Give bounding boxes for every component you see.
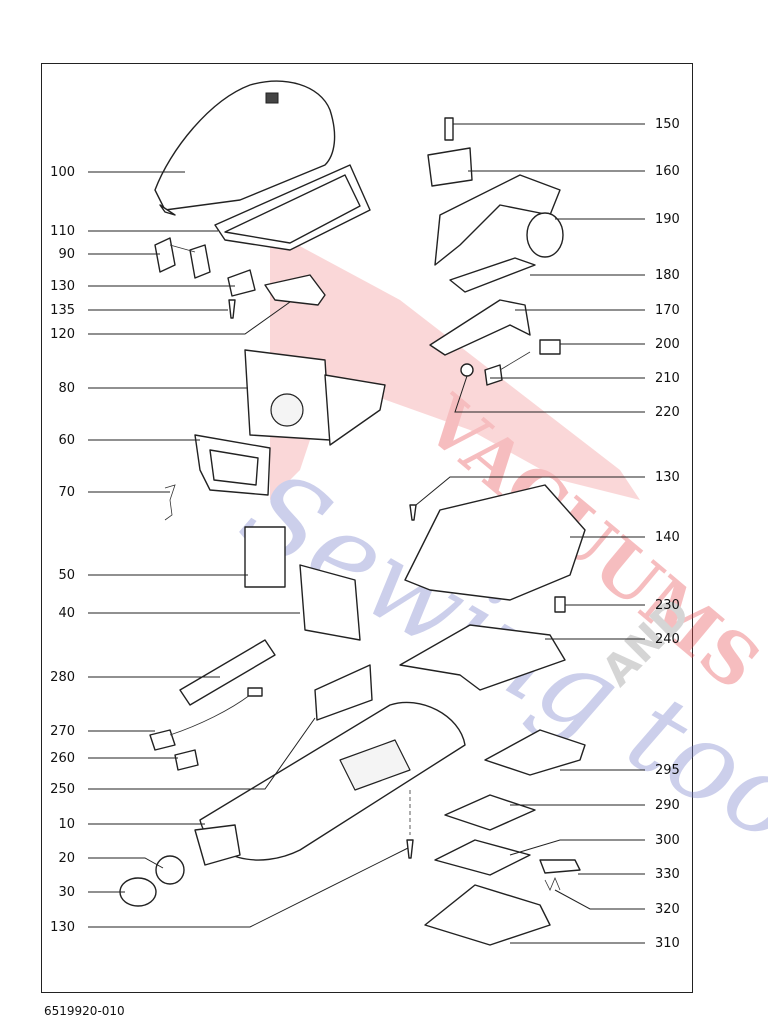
callout-170: 170	[655, 303, 680, 318]
callout-80: 80	[58, 381, 75, 396]
callout-270: 270	[50, 724, 75, 739]
part-120-latch	[264, 274, 326, 306]
part-90-hinges	[154, 237, 211, 279]
part-240-frame	[399, 624, 566, 691]
callout-90: 90	[58, 247, 75, 262]
callout-280: 280	[50, 670, 75, 685]
part-20-ring	[155, 855, 185, 885]
part-310-cover	[424, 884, 551, 946]
callout-230: 230	[655, 598, 680, 613]
part-295-grate	[484, 729, 586, 776]
part-10-base-housing	[194, 701, 466, 866]
part-290-filter-pad	[444, 794, 536, 831]
callout-20: 20	[58, 851, 75, 866]
part-140-body-top	[404, 484, 586, 601]
part-70-spring	[164, 484, 176, 521]
part-110-seal-frame	[214, 164, 371, 251]
part-300-grid	[434, 839, 531, 876]
callout-130-right: 130	[655, 470, 680, 485]
callout-60: 60	[58, 433, 75, 448]
callout-140: 140	[655, 530, 680, 545]
part-130-screw-lower	[406, 839, 414, 859]
callout-295: 295	[655, 763, 680, 778]
callout-100: 100	[50, 165, 75, 180]
callout-180: 180	[655, 268, 680, 283]
diagram-frame	[41, 63, 693, 993]
part-100-top-cover	[154, 80, 336, 216]
leader-lines-right	[415, 123, 645, 944]
part-210-pin	[484, 364, 503, 386]
callout-70: 70	[58, 485, 75, 500]
callout-40: 40	[58, 606, 75, 621]
callout-135: 135	[50, 303, 75, 318]
part-180-cover	[449, 257, 536, 293]
callout-220: 220	[655, 405, 680, 420]
callout-330: 330	[655, 867, 680, 882]
part-280-bar	[179, 639, 276, 706]
callout-10: 10	[58, 817, 75, 832]
part-50-filter	[244, 526, 286, 588]
part-190-handle	[434, 174, 561, 266]
callout-190: 190	[655, 212, 680, 227]
callout-130-lower: 130	[50, 920, 75, 935]
callout-200: 200	[655, 337, 680, 352]
callout-30: 30	[58, 885, 75, 900]
callout-300: 300	[655, 833, 680, 848]
part-330-latch	[539, 859, 581, 874]
callout-210: 210	[655, 371, 680, 386]
callout-310: 310	[655, 936, 680, 951]
part-270-cable	[149, 687, 263, 751]
callout-120: 120	[50, 327, 75, 342]
part-320-spring	[544, 876, 561, 891]
part-220-knob	[460, 363, 474, 377]
callout-110: 110	[50, 224, 75, 239]
part-30-clamp	[119, 877, 157, 907]
part-130-screw-right	[409, 504, 417, 521]
part-40-filter-holder	[299, 564, 361, 641]
callout-250: 250	[50, 782, 75, 797]
document-code: 6519920-010	[44, 1004, 125, 1018]
leader-lines-left	[88, 171, 409, 928]
part-60-filter-frame	[194, 434, 271, 496]
callout-320: 320	[655, 902, 680, 917]
callout-290: 290	[655, 798, 680, 813]
part-170-handle-cover	[429, 299, 531, 356]
callout-160: 160	[655, 164, 680, 179]
callout-50: 50	[58, 568, 75, 583]
part-80-bag-holder	[244, 349, 386, 446]
part-230-spring	[554, 596, 566, 613]
callout-150: 150	[655, 117, 680, 132]
part-200-clip	[539, 339, 561, 355]
part-150-spring	[444, 117, 454, 141]
callout-130: 130	[50, 279, 75, 294]
part-250-grille	[314, 664, 373, 721]
callout-240: 240	[655, 632, 680, 647]
callout-260: 260	[50, 751, 75, 766]
part-260-plug	[174, 749, 199, 771]
part-130-switch	[227, 269, 256, 297]
part-160-button	[427, 147, 473, 187]
part-135-screw	[228, 299, 236, 319]
